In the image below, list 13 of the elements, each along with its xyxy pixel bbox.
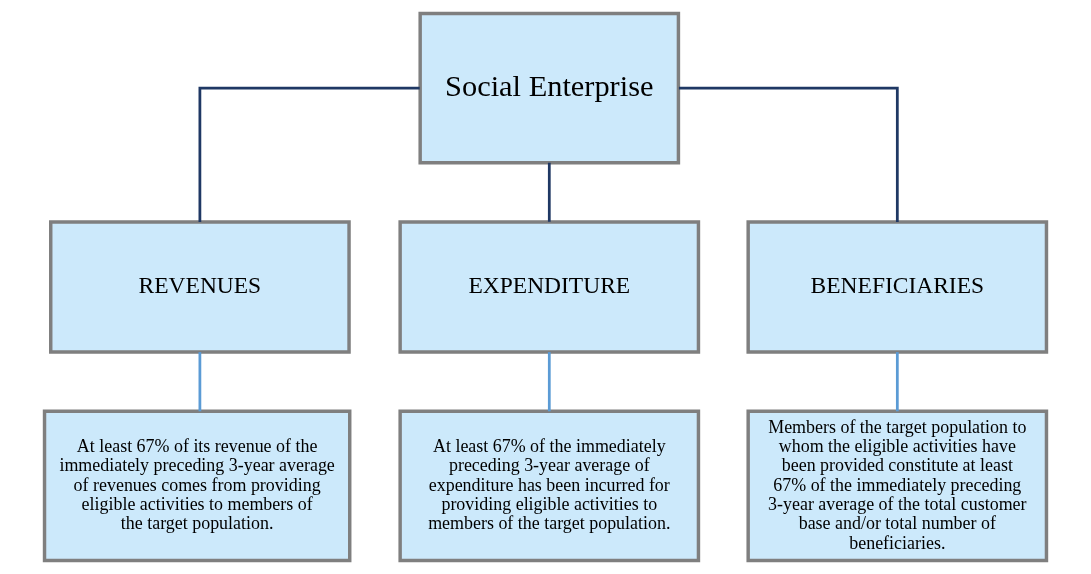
- connector: [198, 352, 202, 412]
- node-box: BENEFICIARIES: [746, 220, 1049, 354]
- node-box: Social Enterprise: [418, 11, 681, 165]
- connector: [678, 86, 899, 222]
- node-box: EXPENDITURE: [398, 220, 701, 354]
- connector: [198, 86, 420, 222]
- node-box: Members of the target population to whom the eligible activities have been provided constitute at least 67% of the immediately preceding 3-year average of the total customer base and/or total number of beneficiaries.: [746, 409, 1049, 563]
- node-box: At least 67% of its revenue of the immediately preceding 3-year average of revenues comes from providing eligible activities to members of the target population.: [42, 409, 352, 563]
- node-box: At least 67% of the immediately preceding 3-year average of expenditure has been incurred for providing eligible activities to members of the target population.: [398, 409, 701, 563]
- connector: [547, 162, 551, 222]
- connector: [895, 352, 899, 412]
- node-box: REVENUES: [49, 220, 351, 354]
- connector: [547, 352, 551, 412]
